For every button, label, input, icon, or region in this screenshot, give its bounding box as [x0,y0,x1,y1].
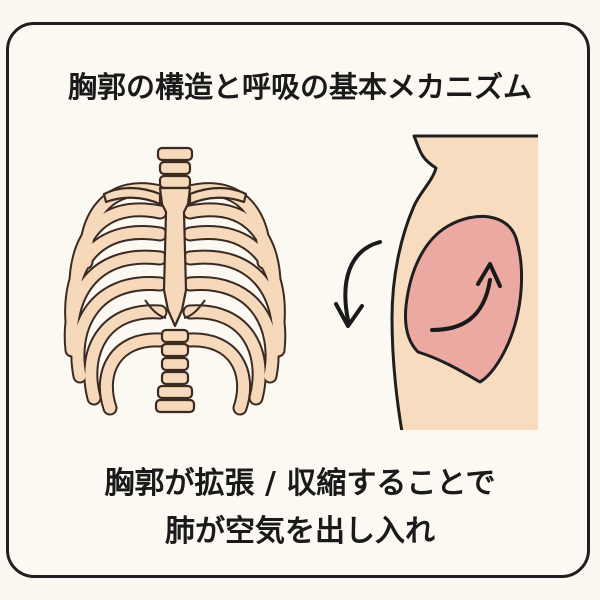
curved-arrow-down-icon [334,240,382,328]
rib-cage [63,146,287,416]
lung [404,214,524,384]
caption-line-2: 肺が空気を出し入れ [165,514,435,549]
clavicles [102,186,248,206]
diagram-title: 胸郭の構造と呼吸の基本メカニズム [67,70,532,104]
spine [154,146,196,414]
curved-arrow-up-icon [430,262,502,332]
caption-line-1: 胸郭が拡張 / 収縮することで [104,466,496,501]
sternum [158,186,192,328]
